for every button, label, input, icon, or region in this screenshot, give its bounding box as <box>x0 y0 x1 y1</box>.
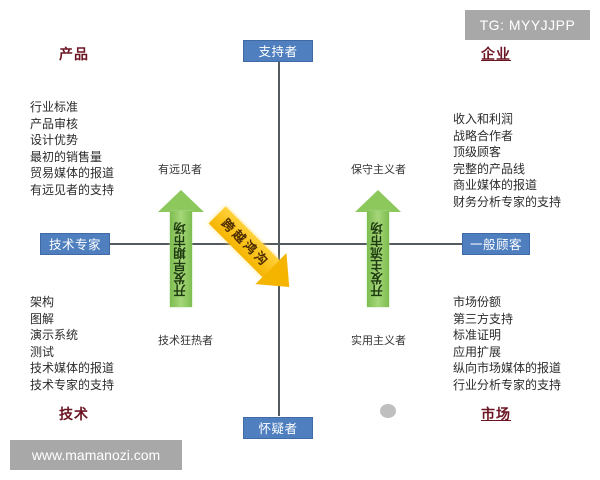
list-item: 技术专家的支持 <box>30 377 115 392</box>
technology-list: 架构 图解 演示系统 测试 技术媒体的报道 技术专家的支持 <box>30 294 114 393</box>
arrow-up-icon <box>355 190 401 212</box>
list-item: 行业标准 <box>30 100 79 114</box>
list-item: 贸易媒体的报道 <box>30 166 115 180</box>
axis-label-skeptics: 怀疑者 <box>243 417 313 439</box>
axis-label-supporters: 支持者 <box>243 40 313 62</box>
early-market-arrow: 开发早期市场 <box>158 190 204 310</box>
mainstream-market-label: 开发主流市场 <box>370 222 385 298</box>
axis-label-technologists: 技术专家 <box>40 233 110 255</box>
chasm-label: 跨越鸿沟 <box>218 215 274 271</box>
list-item: 标准证明 <box>453 328 502 342</box>
list-item: 产品审核 <box>30 116 79 131</box>
list-item: 完整的产品线 <box>453 161 526 176</box>
list-item: 应用扩展 <box>453 344 502 359</box>
cross-the-chasm-arrow: 跨越鸿沟 <box>204 200 310 306</box>
quadrant-title-technology: 技术 <box>59 407 89 423</box>
list-item: 商业媒体的报道 <box>453 178 538 192</box>
arrow-up-icon <box>158 190 204 212</box>
early-market-label: 开发早期市场 <box>173 222 188 298</box>
list-item: 顶级顾客 <box>453 145 502 159</box>
adopter-label-pragmatists: 实用主义者 <box>351 334 406 347</box>
adopter-label-enthusiasts: 技术狂热者 <box>158 334 213 347</box>
quadrant-title-product: 产品 <box>59 47 89 63</box>
list-item: 架构 <box>30 295 55 309</box>
product-list: 行业标准 产品审核 设计优势 最初的销售量 贸易媒体的报道 有远见者的支持 <box>30 99 114 198</box>
adopter-label-conservatives: 保守主义者 <box>351 163 406 176</box>
list-item: 纵向市场媒体的报道 <box>453 361 562 375</box>
wechat-icon <box>380 404 396 418</box>
list-item: 图解 <box>30 311 55 326</box>
faint-watermark <box>380 404 402 420</box>
axis-label-general-customers: 一般顾客 <box>462 233 530 255</box>
enterprise-list: 收入和利润 战略合作者 顶级顾客 完整的产品线 商业媒体的报道 财务分析专家的支… <box>453 111 561 210</box>
horizontal-axis-line <box>108 243 464 245</box>
mainstream-market-arrow: 开发主流市场 <box>355 190 401 310</box>
list-item: 收入和利润 <box>453 112 514 126</box>
list-item: 战略合作者 <box>453 128 514 143</box>
list-item: 财务分析专家的支持 <box>453 194 562 209</box>
list-item: 有远见者的支持 <box>30 182 115 197</box>
market-list: 市场份额 第三方支持 标准证明 应用扩展 纵向市场媒体的报道 行业分析专家的支持 <box>453 294 561 393</box>
adopter-label-visionaries: 有远见者 <box>158 163 202 176</box>
list-item: 第三方支持 <box>453 311 514 326</box>
quadrant-title-market: 市场 <box>481 407 511 423</box>
list-item: 设计优势 <box>30 133 79 147</box>
list-item: 测试 <box>30 344 55 359</box>
list-item: 演示系统 <box>30 328 79 342</box>
list-item: 行业分析专家的支持 <box>453 377 562 392</box>
list-item: 技术媒体的报道 <box>30 361 115 375</box>
watermark-site: www.mamanozi.com <box>10 440 182 470</box>
list-item: 最初的销售量 <box>30 149 103 164</box>
vertical-axis-line <box>278 62 280 416</box>
quadrant-title-enterprise: 企业 <box>481 47 511 63</box>
watermark-tg: TG: MYYJJPP <box>465 10 590 40</box>
list-item: 市场份额 <box>453 295 502 309</box>
